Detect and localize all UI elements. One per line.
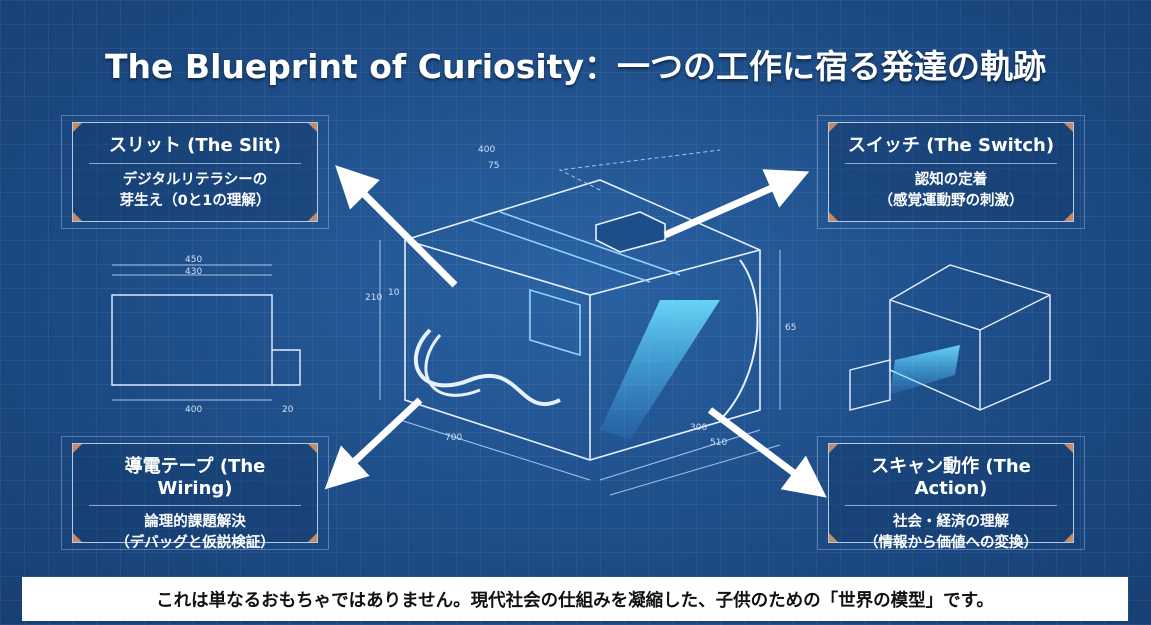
card-switch: スイッチ (The Switch) 認知の定着 （感覚運動野の刺激）	[817, 115, 1085, 229]
caption-text: これは単なるおもちゃではありません。現代社会の仕組みを凝縮した、子供のための「世…	[156, 590, 994, 611]
card-heading: スリット (The Slit)	[89, 123, 301, 164]
mini-box-drawing	[849, 264, 1051, 411]
side-view-drawing	[111, 264, 301, 401]
arrow-wiring	[324, 397, 423, 490]
dim-side-bottom: 400	[185, 405, 202, 415]
card-heading: スイッチ (The Switch)	[845, 123, 1057, 164]
slide-title: The Blueprint of Curiosity：一つの工作に宿る発達の軌跡	[105, 47, 1046, 86]
dim-depth: 300	[690, 423, 707, 433]
dim-height: 210	[365, 293, 382, 303]
card-action: スキャン動作 (The Action) 社会・経済の理解 （情報から価値への変換）	[817, 436, 1085, 551]
dim-width: 700	[445, 433, 462, 443]
dim-side-bottom2: 20	[282, 405, 294, 415]
arrow-action	[707, 407, 827, 498]
card-text: 認知の定着	[914, 172, 988, 188]
dim-top-inner: 75	[488, 161, 499, 171]
arrows	[324, 165, 827, 498]
caption-bar: これは単なるおもちゃではありません。現代社会の仕組みを凝縮した、子供のための「世…	[22, 577, 1128, 621]
card-text: 社会・経済の理解	[893, 514, 1009, 530]
scan-beam	[600, 300, 720, 440]
main-box-drawing	[379, 149, 781, 496]
dim-side-top: 450	[185, 255, 202, 265]
card-wiring: 導電テープ (The Wiring) 論理的課題解決 （デバッグと仮説検証）	[61, 436, 329, 551]
card-heading: スキャン動作 (The Action)	[845, 444, 1057, 506]
dim-top: 400	[478, 145, 495, 155]
dim-height-inner: 10	[388, 288, 400, 298]
card-text: （デバッグと仮説検証）	[115, 535, 275, 551]
card-heading: 導電テープ (The Wiring)	[89, 444, 301, 506]
dim-depth-outer: 510	[710, 438, 727, 448]
arrow-slit	[335, 165, 458, 288]
arrow-switch	[663, 169, 810, 239]
card-text: デジタルリテラシーの	[122, 172, 268, 188]
card-text: （感覚運動野の刺激）	[878, 193, 1024, 209]
card-slit: スリット (The Slit) デジタルリテラシーの芽生え（0と1の理解）	[61, 115, 329, 229]
card-text: （情報から価値への変換）	[864, 535, 1038, 551]
dim-side-top2: 430	[185, 267, 202, 277]
dim-right-height: 65	[785, 323, 796, 333]
card-text: 論理的課題解決	[144, 514, 246, 530]
card-text: 芽生え（0と1の理解）	[119, 193, 271, 209]
